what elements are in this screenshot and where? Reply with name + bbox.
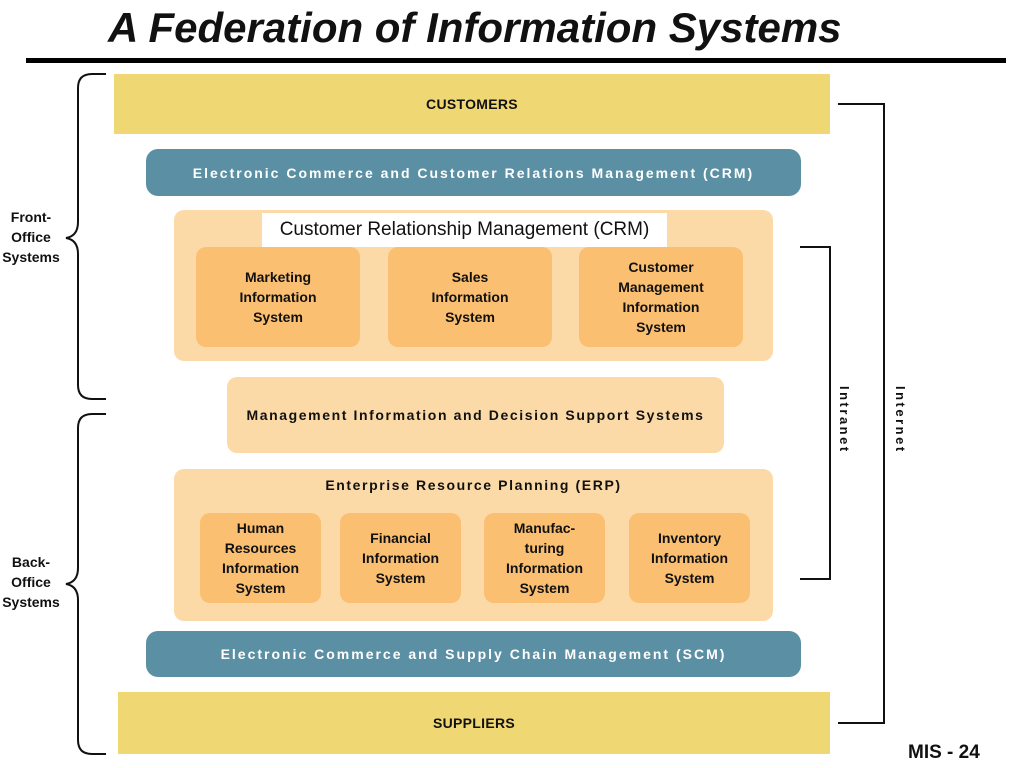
ecrm-band: Electronic Commerce and Customer Relatio… — [146, 149, 801, 196]
mis-dss-band: Management Information and Decision Supp… — [227, 377, 724, 453]
escm-band: Electronic Commerce and Supply Chain Man… — [146, 631, 801, 677]
inventory-is-box: Inventory Information System — [629, 513, 750, 603]
back-office-brace — [65, 413, 106, 755]
customer-management-is-box: Customer Management Information System — [579, 247, 743, 347]
suppliers-band: SUPPLIERS — [118, 692, 830, 754]
internet-label: Internet — [893, 386, 908, 454]
internet-bracket — [838, 103, 885, 724]
intranet-bracket — [800, 246, 831, 580]
slide-number: MIS - 24 — [908, 742, 980, 763]
title-divider — [26, 58, 1006, 63]
front-office-brace — [65, 73, 106, 400]
front-office-label: Front- Office Systems — [2, 209, 60, 265]
page-title: A Federation of Information Systems — [108, 4, 842, 51]
back-office-label: Back- Office Systems — [2, 554, 60, 610]
manufacturing-is-box: Manufac- turing Information System — [484, 513, 605, 603]
hr-is-box: Human Resources Information System — [200, 513, 321, 603]
erp-title: Enterprise Resource Planning (ERP) — [325, 477, 622, 493]
customers-band: CUSTOMERS — [114, 74, 830, 134]
marketing-is-box: Marketing Information System — [196, 247, 360, 347]
financial-is-box: Financial Information System — [340, 513, 461, 603]
intranet-label: Intranet — [837, 386, 852, 454]
crm-label: Customer Relationship Management (CRM) — [262, 213, 667, 247]
sales-is-box: Sales Information System — [388, 247, 552, 347]
